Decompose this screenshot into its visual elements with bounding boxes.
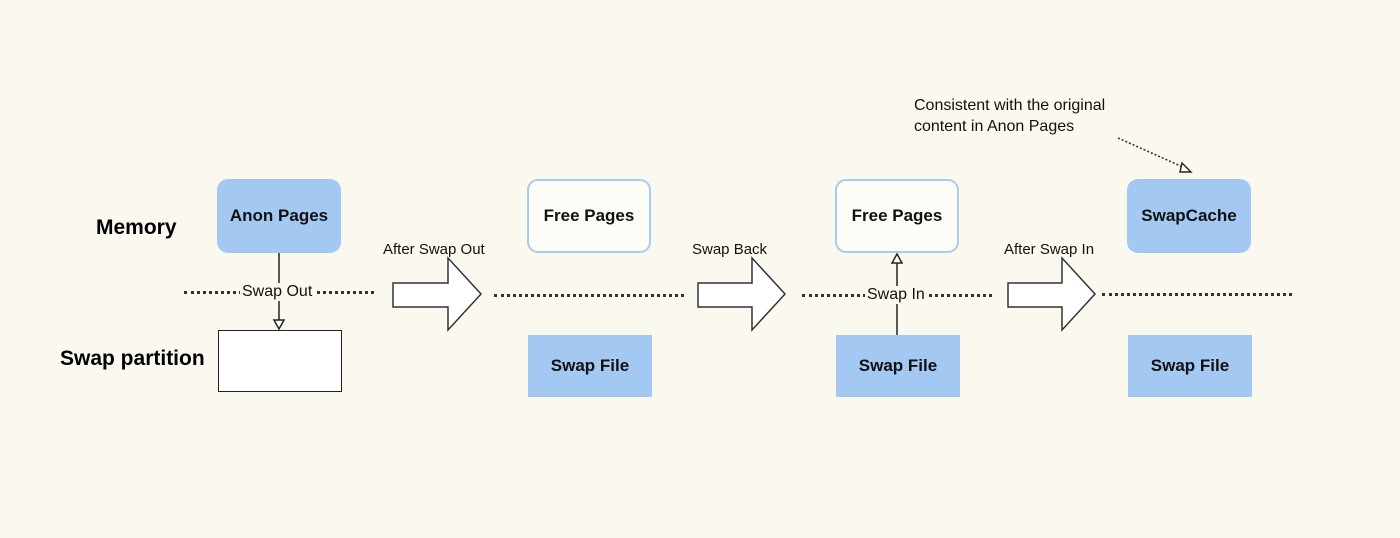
swap-out-arrowhead <box>272 319 286 331</box>
row-label-memory: Memory <box>96 216 177 239</box>
annotation-line-1: Consistent with the original <box>914 97 1106 114</box>
row-label-swap-partition: Swap partition <box>60 347 205 370</box>
swap-file-box-1: Swap File <box>528 335 652 397</box>
swap-file-box-3: Swap File <box>1128 335 1252 397</box>
swap-in-label: Swap In <box>865 286 927 304</box>
swapcache-box: SwapCache <box>1127 179 1251 253</box>
free-pages-box-1: Free Pages <box>527 179 651 253</box>
transition-arrow-1 <box>392 256 483 332</box>
annotation-line-2: content in Anon Pages <box>914 118 1075 135</box>
annotation-arrowhead <box>1179 161 1193 173</box>
swap-out-label: Swap Out <box>240 283 315 301</box>
separator-line-2 <box>494 294 684 297</box>
swap-in-arrowhead <box>890 252 904 264</box>
swap-file-box-2: Swap File <box>836 335 960 397</box>
annotation-pointer <box>1117 137 1186 169</box>
annotation-note: Consistent with the original content in … <box>914 95 1105 137</box>
free-pages-box-2: Free Pages <box>835 179 959 253</box>
transition-arrow-2 <box>697 256 787 332</box>
after-swap-out-label: After Swap Out <box>383 241 485 258</box>
anon-pages-box: Anon Pages <box>217 179 341 253</box>
swap-back-label: Swap Back <box>692 241 768 258</box>
after-swap-in-label: After Swap In <box>1004 241 1095 258</box>
separator-line-4 <box>1102 293 1292 296</box>
transition-arrow-3 <box>1007 256 1097 332</box>
swap-partition-box <box>218 330 342 392</box>
